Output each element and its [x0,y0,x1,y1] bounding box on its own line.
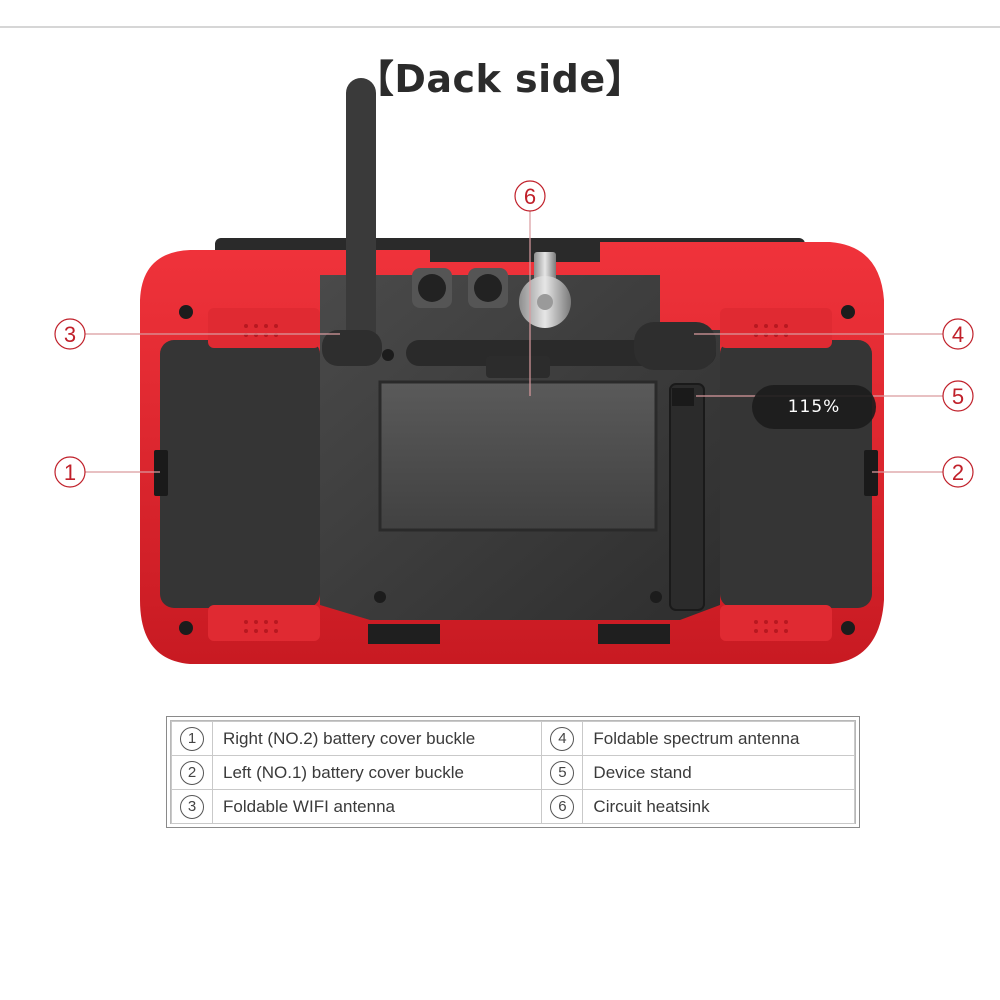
zoom-level-badge: 115% [752,385,876,429]
bnc-connectors [412,268,508,308]
screw-icon [841,621,855,635]
legend-row: 3 Foldable WIFI antenna 6 Circuit heatsi… [171,789,855,824]
callout-4: 4 [942,318,974,350]
stand-latch [672,388,694,406]
wifi-antenna-hinge [322,330,382,366]
sma-connector [519,252,571,328]
legend-number: 5 [550,760,575,785]
legend-number: 2 [180,760,204,785]
legend-row: 1 Right (NO.2) battery cover buckle 4 Fo… [171,721,855,756]
screw-icon [650,591,662,603]
grip-dots [244,324,788,633]
antenna-clip [486,356,550,378]
spectrum-antenna-hinge [634,322,716,370]
callout-6: 6 [514,180,546,212]
device-stand [669,383,705,611]
legend-number: 3 [180,794,204,819]
callout-3-label: 3 [64,322,76,347]
callout-4-label: 4 [952,322,964,347]
callout-5: 5 [942,380,974,412]
right-battery-cover [720,340,872,608]
callout-3: 3 [54,318,86,350]
legend-number: 1 [180,726,204,751]
right-buckle [864,450,878,496]
callout-2: 2 [942,456,974,488]
legend-label: Foldable spectrum antenna [582,721,855,756]
legend-label: Left (NO.1) battery cover buckle [211,755,543,790]
bottom-foot-left [368,624,440,644]
legend-row: 2 Left (NO.1) battery cover buckle 5 Dev… [171,755,855,790]
callout-6-label: 6 [524,184,536,209]
page-title: 【Dack side】 [355,57,645,101]
screw-icon [179,621,193,635]
wifi-antenna [346,78,376,348]
callout-1: 1 [54,456,86,488]
screw-icon [382,349,394,361]
legend-label: Right (NO.2) battery cover buckle [211,721,543,756]
legend-label: Foldable WIFI antenna [211,789,543,824]
screw-icon [841,305,855,319]
screw-icon [179,305,193,319]
callout-2-label: 2 [952,460,964,485]
top-divider [0,26,1000,28]
callout-1-label: 1 [64,460,76,485]
left-cover-grip [208,308,320,348]
legend-table: 1 Right (NO.2) battery cover buckle 4 Fo… [166,716,860,828]
bottom-foot-right [598,624,670,644]
screw-icon [374,591,386,603]
left-buckle [154,450,168,496]
left-cover-grip-bottom [208,605,320,641]
legend-label: Circuit heatsink [582,789,855,824]
legend-number: 4 [550,726,575,751]
left-battery-cover [160,340,320,608]
legend-label: Device stand [582,755,855,790]
legend-number: 6 [550,794,575,819]
callout-5-label: 5 [952,384,964,409]
circuit-heatsink [378,380,658,532]
